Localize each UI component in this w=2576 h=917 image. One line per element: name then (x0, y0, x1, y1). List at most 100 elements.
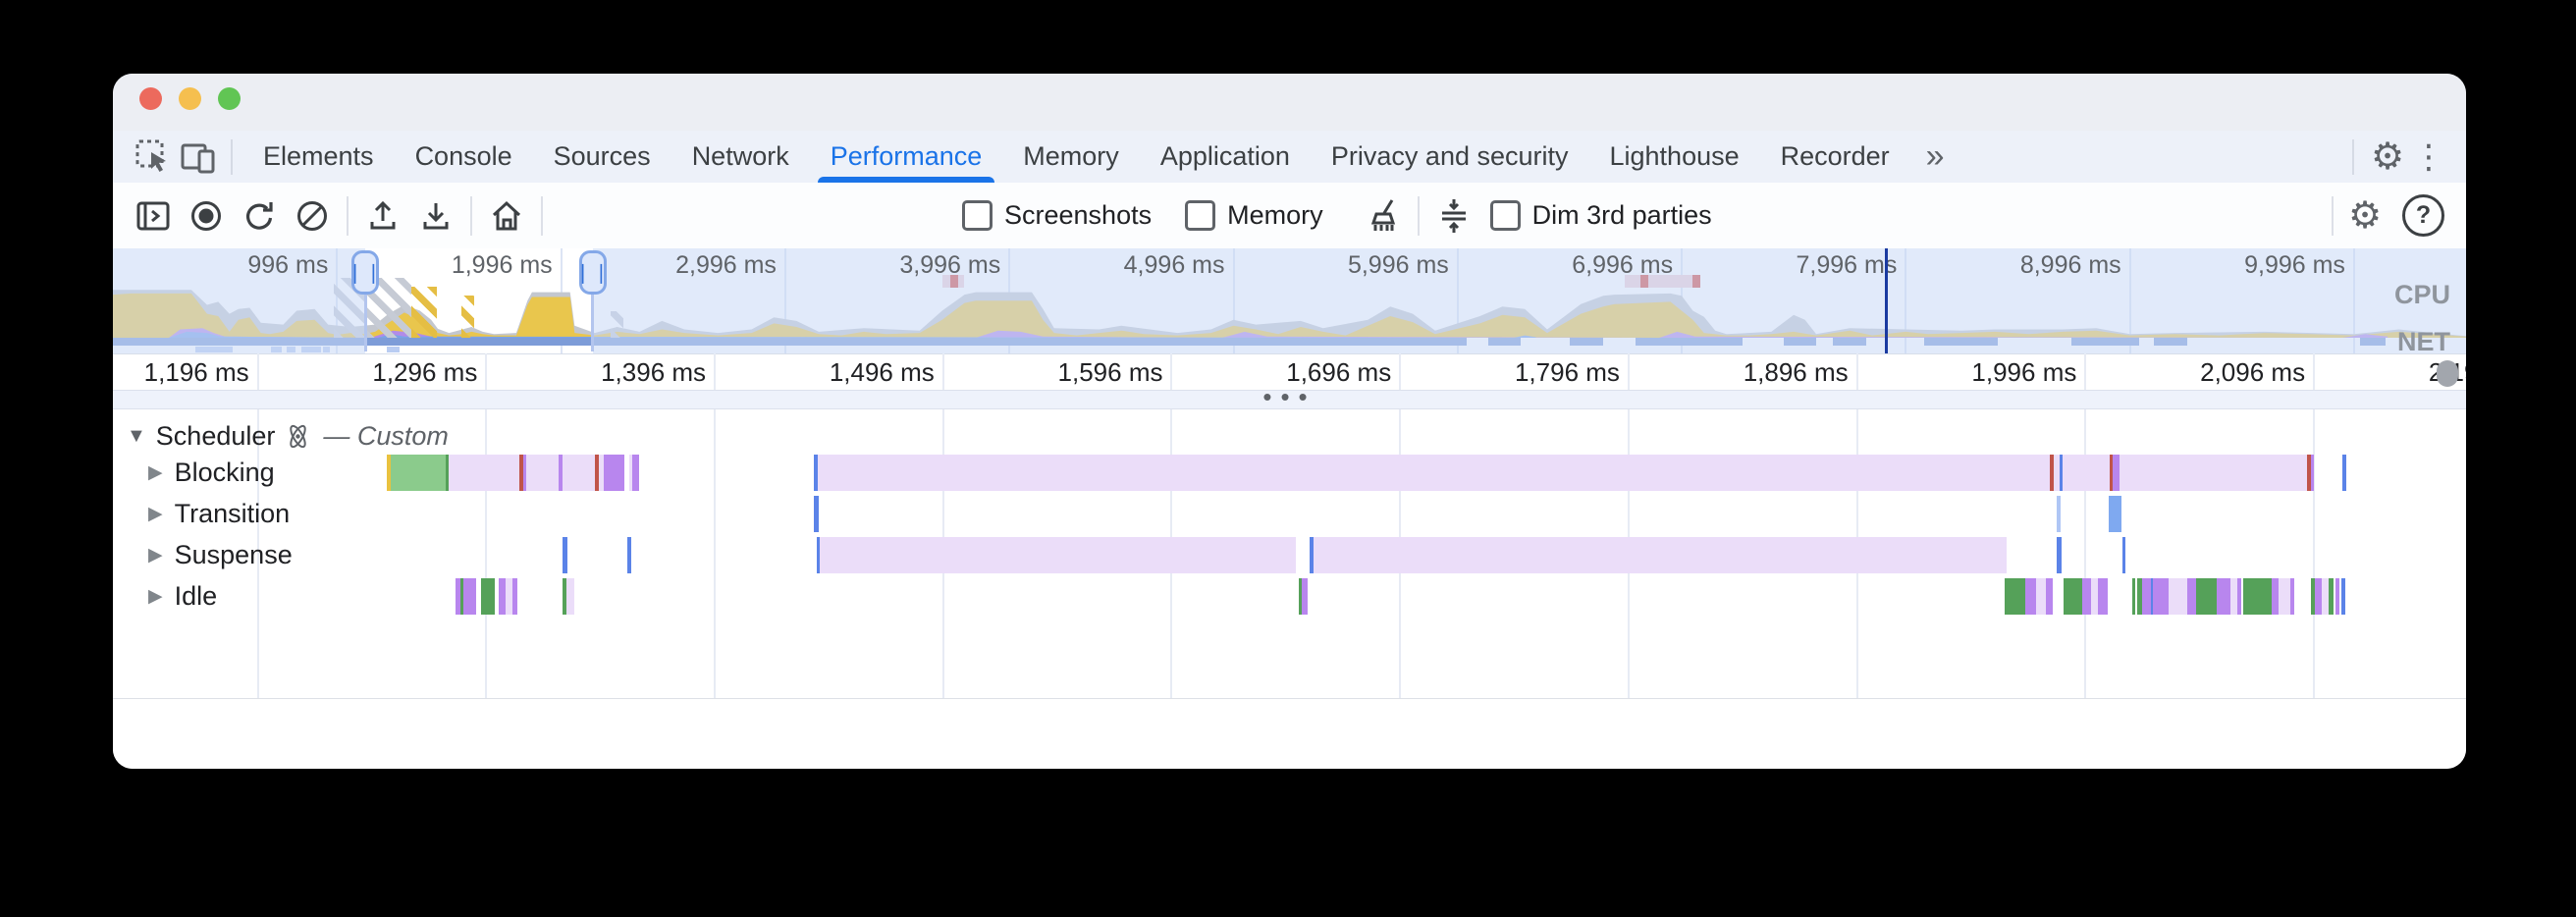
tab-elements[interactable]: Elements (263, 141, 374, 171)
flame-segment[interactable] (519, 455, 523, 491)
flame-segment[interactable] (2136, 578, 2142, 615)
toggle-sidebar-icon[interactable] (127, 189, 180, 243)
home-icon[interactable] (480, 189, 533, 243)
flame-segment[interactable] (2082, 578, 2092, 615)
flame-segment[interactable] (816, 537, 821, 573)
flame-segment[interactable] (2036, 578, 2046, 615)
collapse-triangle-icon[interactable]: ▼ (127, 424, 146, 447)
flame-segment[interactable] (499, 578, 507, 615)
window-titlebar[interactable] (113, 74, 2466, 132)
flame-segment[interactable] (563, 578, 566, 615)
flame-segment[interactable] (2091, 578, 2099, 615)
flame-segment[interactable] (563, 537, 568, 573)
flame-segment[interactable] (387, 455, 391, 491)
download-profile-icon[interactable] (409, 189, 462, 243)
inspect-element-icon[interactable] (131, 135, 176, 180)
flame-segment[interactable] (2121, 537, 2126, 573)
flame-segment[interactable] (2329, 578, 2334, 615)
flame-segment[interactable] (2045, 578, 2053, 615)
flame-segment[interactable] (2341, 578, 2345, 615)
flame-segment[interactable] (2153, 578, 2170, 615)
flame-segment[interactable] (2059, 455, 2064, 491)
upload-profile-icon[interactable] (356, 189, 409, 243)
flame-segment[interactable] (2335, 578, 2339, 615)
flame-segment[interactable] (2057, 496, 2061, 532)
flame-segment[interactable] (463, 578, 477, 615)
track-header-scheduler[interactable]: ▼ Scheduler — Custom (127, 419, 449, 453)
flame-segment[interactable] (459, 578, 464, 615)
flame-segment[interactable] (2187, 578, 2197, 615)
flame-segment[interactable] (2113, 455, 2120, 491)
flame-segment[interactable] (2064, 578, 2083, 615)
tab-privacy-and-security[interactable]: Privacy and security (1330, 141, 1569, 171)
checkbox-box[interactable] (1489, 200, 1521, 231)
expand-triangle-icon[interactable]: ▶ (148, 545, 163, 566)
flame-segment[interactable] (2109, 455, 2114, 491)
flame-segment[interactable] (390, 455, 446, 491)
flame-segment[interactable] (2243, 578, 2273, 615)
selection-handle-left[interactable]: ❘❘ (347, 250, 382, 295)
collapse-flame-icon[interactable] (1427, 189, 1480, 243)
screenshots-checkbox[interactable]: Screenshots (962, 200, 1152, 231)
flame-segment[interactable] (2230, 578, 2238, 615)
flame-segment[interactable] (604, 455, 625, 491)
record-button[interactable] (180, 189, 233, 243)
expand-triangle-icon[interactable]: ▶ (148, 586, 163, 607)
flame-segment[interactable] (2310, 578, 2316, 615)
row-label-idle[interactable]: ▶Idle (148, 578, 217, 615)
row-label-transition[interactable]: ▶Transition (148, 496, 290, 532)
flame-segment[interactable] (2310, 455, 2315, 491)
zoom-button[interactable] (218, 87, 241, 110)
record-and-reload-button[interactable] (233, 189, 286, 243)
flame-segment[interactable] (814, 455, 2314, 491)
clear-button[interactable] (286, 189, 339, 243)
minimize-button[interactable] (179, 87, 201, 110)
kebab-menu-icon[interactable]: ⋮ (2412, 137, 2445, 176)
flame-segment[interactable] (2004, 578, 2025, 615)
flame-segment[interactable] (814, 496, 820, 532)
flame-segment[interactable] (558, 455, 564, 491)
flame-segment[interactable] (2141, 578, 2151, 615)
close-button[interactable] (139, 87, 162, 110)
flame-segment[interactable] (2342, 455, 2346, 491)
flame-segment[interactable] (445, 455, 450, 491)
tab-application[interactable]: Application (1159, 141, 1290, 171)
scheduler-track-area[interactable]: ▼ Scheduler — Custom ▶Blocking ▶Transitio… (113, 407, 2466, 698)
vertical-scrollbar-thumb[interactable] (2437, 360, 2458, 387)
expand-triangle-icon[interactable]: ▶ (148, 504, 163, 524)
flame-segment[interactable] (512, 578, 517, 615)
flame-segment[interactable] (814, 455, 818, 491)
flame-segment[interactable] (2217, 578, 2231, 615)
help-icon[interactable]: ? (2402, 194, 2444, 237)
flame-segment[interactable] (595, 455, 599, 491)
flame-segment[interactable] (2237, 578, 2241, 615)
flame-segment[interactable] (2108, 496, 2121, 532)
flame-segment[interactable] (2024, 578, 2037, 615)
row-label-suspense[interactable]: ▶Suspense (148, 537, 293, 573)
flame-segment[interactable] (2150, 578, 2154, 615)
flame-segment[interactable] (2315, 578, 2323, 615)
device-toolbar-icon[interactable] (176, 135, 221, 180)
flame-segment[interactable] (1298, 578, 1303, 615)
flame-segment[interactable] (2322, 578, 2330, 615)
tab-sources[interactable]: Sources (553, 141, 651, 171)
row-label-blocking[interactable]: ▶Blocking (148, 455, 275, 491)
flame-segment[interactable] (626, 537, 632, 573)
flame-segment[interactable] (456, 578, 460, 615)
flame-segment[interactable] (2307, 455, 2311, 491)
flame-segment[interactable] (506, 578, 513, 615)
expand-triangle-icon[interactable]: ▶ (148, 462, 163, 483)
flame-segment[interactable] (2098, 578, 2108, 615)
tab-memory[interactable]: Memory (1023, 141, 1119, 171)
flame-segment[interactable] (632, 455, 640, 491)
tab-lighthouse[interactable]: Lighthouse (1609, 141, 1740, 171)
flame-segment[interactable] (2050, 455, 2054, 491)
flame-segment[interactable] (1310, 537, 2008, 573)
flame-segment[interactable] (2132, 578, 2135, 615)
flame-segment[interactable] (816, 537, 1297, 573)
flame-segment[interactable] (628, 455, 633, 491)
tab-performance[interactable]: Performance (810, 131, 1003, 183)
checkbox-box[interactable] (1185, 200, 1216, 231)
flame-segment[interactable] (1302, 578, 1309, 615)
